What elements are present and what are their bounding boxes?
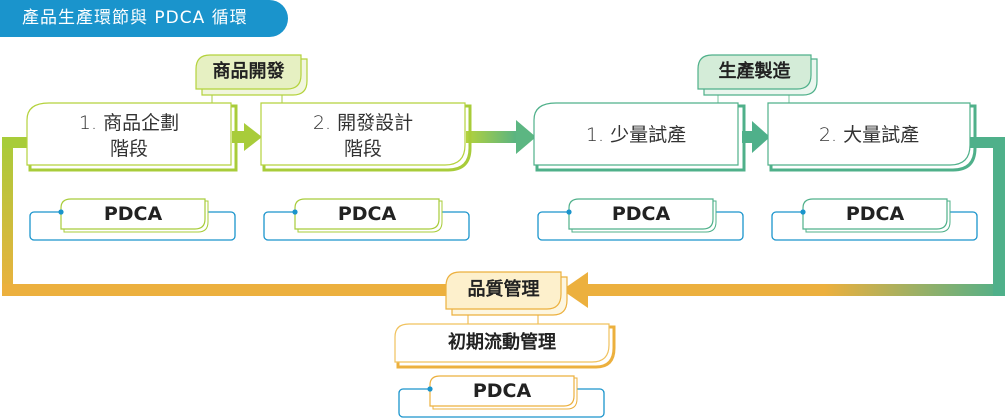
pdca-card-planning — [29, 198, 236, 241]
loop-right-bar — [993, 137, 1005, 296]
stage-box-planning — [26, 102, 238, 172]
pdca-card-initial-flow — [398, 375, 605, 418]
loop-bottom-right-bar — [585, 284, 1005, 296]
tag-product-dev — [195, 54, 308, 104]
pdca-card-mass — [771, 198, 978, 241]
pdca-card-trial — [537, 198, 744, 241]
stage-trial-label: 1. 少量試產 — [585, 124, 687, 146]
stage-box-mass — [767, 102, 977, 172]
pdca-label-initial-flow: PDCA — [472, 380, 532, 402]
connector-dot — [58, 209, 64, 215]
stage-design-line1: 2. 開發設計 — [312, 112, 414, 134]
connector-dot — [427, 386, 433, 392]
tag-label-production: 生產製造 — [718, 61, 791, 82]
pdca-label-design: PDCA — [337, 203, 397, 225]
connector-dot — [566, 209, 572, 215]
pdca-label-planning: PDCA — [103, 203, 163, 225]
connector-dot — [292, 209, 298, 215]
loop-left-bar — [2, 137, 13, 296]
stage-box-trial — [533, 102, 746, 172]
stage-planning-line1: 1. 商品企劃 — [78, 112, 180, 134]
qc-inbound-arrow — [562, 272, 588, 308]
stage-design-label: 2. 開發設計 階段 — [261, 110, 465, 162]
connector-dot — [800, 209, 806, 215]
stage-box-initial-flow — [394, 323, 616, 369]
diagram-title: 產品生產環節與 PDCA 循環 — [0, 0, 288, 37]
pdca-label-mass: PDCA — [845, 203, 905, 225]
stage-planning-label: 1. 商品企劃 階段 — [27, 110, 231, 162]
stage-mass-label: 2. 大量試產 — [818, 124, 920, 146]
stage-design-line2: 階段 — [343, 138, 382, 160]
tag-label-quality: 品質管理 — [467, 279, 540, 300]
tag-quality — [445, 271, 568, 324]
arrow-dev-1-to-2 — [244, 123, 262, 151]
loop-left-top-bar — [2, 137, 28, 148]
stage-planning-line2: 階段 — [109, 138, 148, 160]
pdca-label-trial: PDCA — [611, 203, 671, 225]
arrow-dev-to-prod — [516, 120, 536, 154]
cycle-loop — [2, 137, 1005, 308]
tag-label-product-dev: 商品開發 — [212, 61, 285, 82]
tag-production — [697, 54, 818, 104]
arrow-prod-1-to-2 — [752, 121, 770, 153]
loop-right-top-bar — [965, 137, 1005, 148]
loop-bottom-left-bar — [2, 284, 447, 296]
stage-initial-flow-label: 初期流動管理 — [448, 332, 556, 353]
pdca-card-design — [263, 198, 470, 241]
stage-box-design — [260, 102, 472, 172]
